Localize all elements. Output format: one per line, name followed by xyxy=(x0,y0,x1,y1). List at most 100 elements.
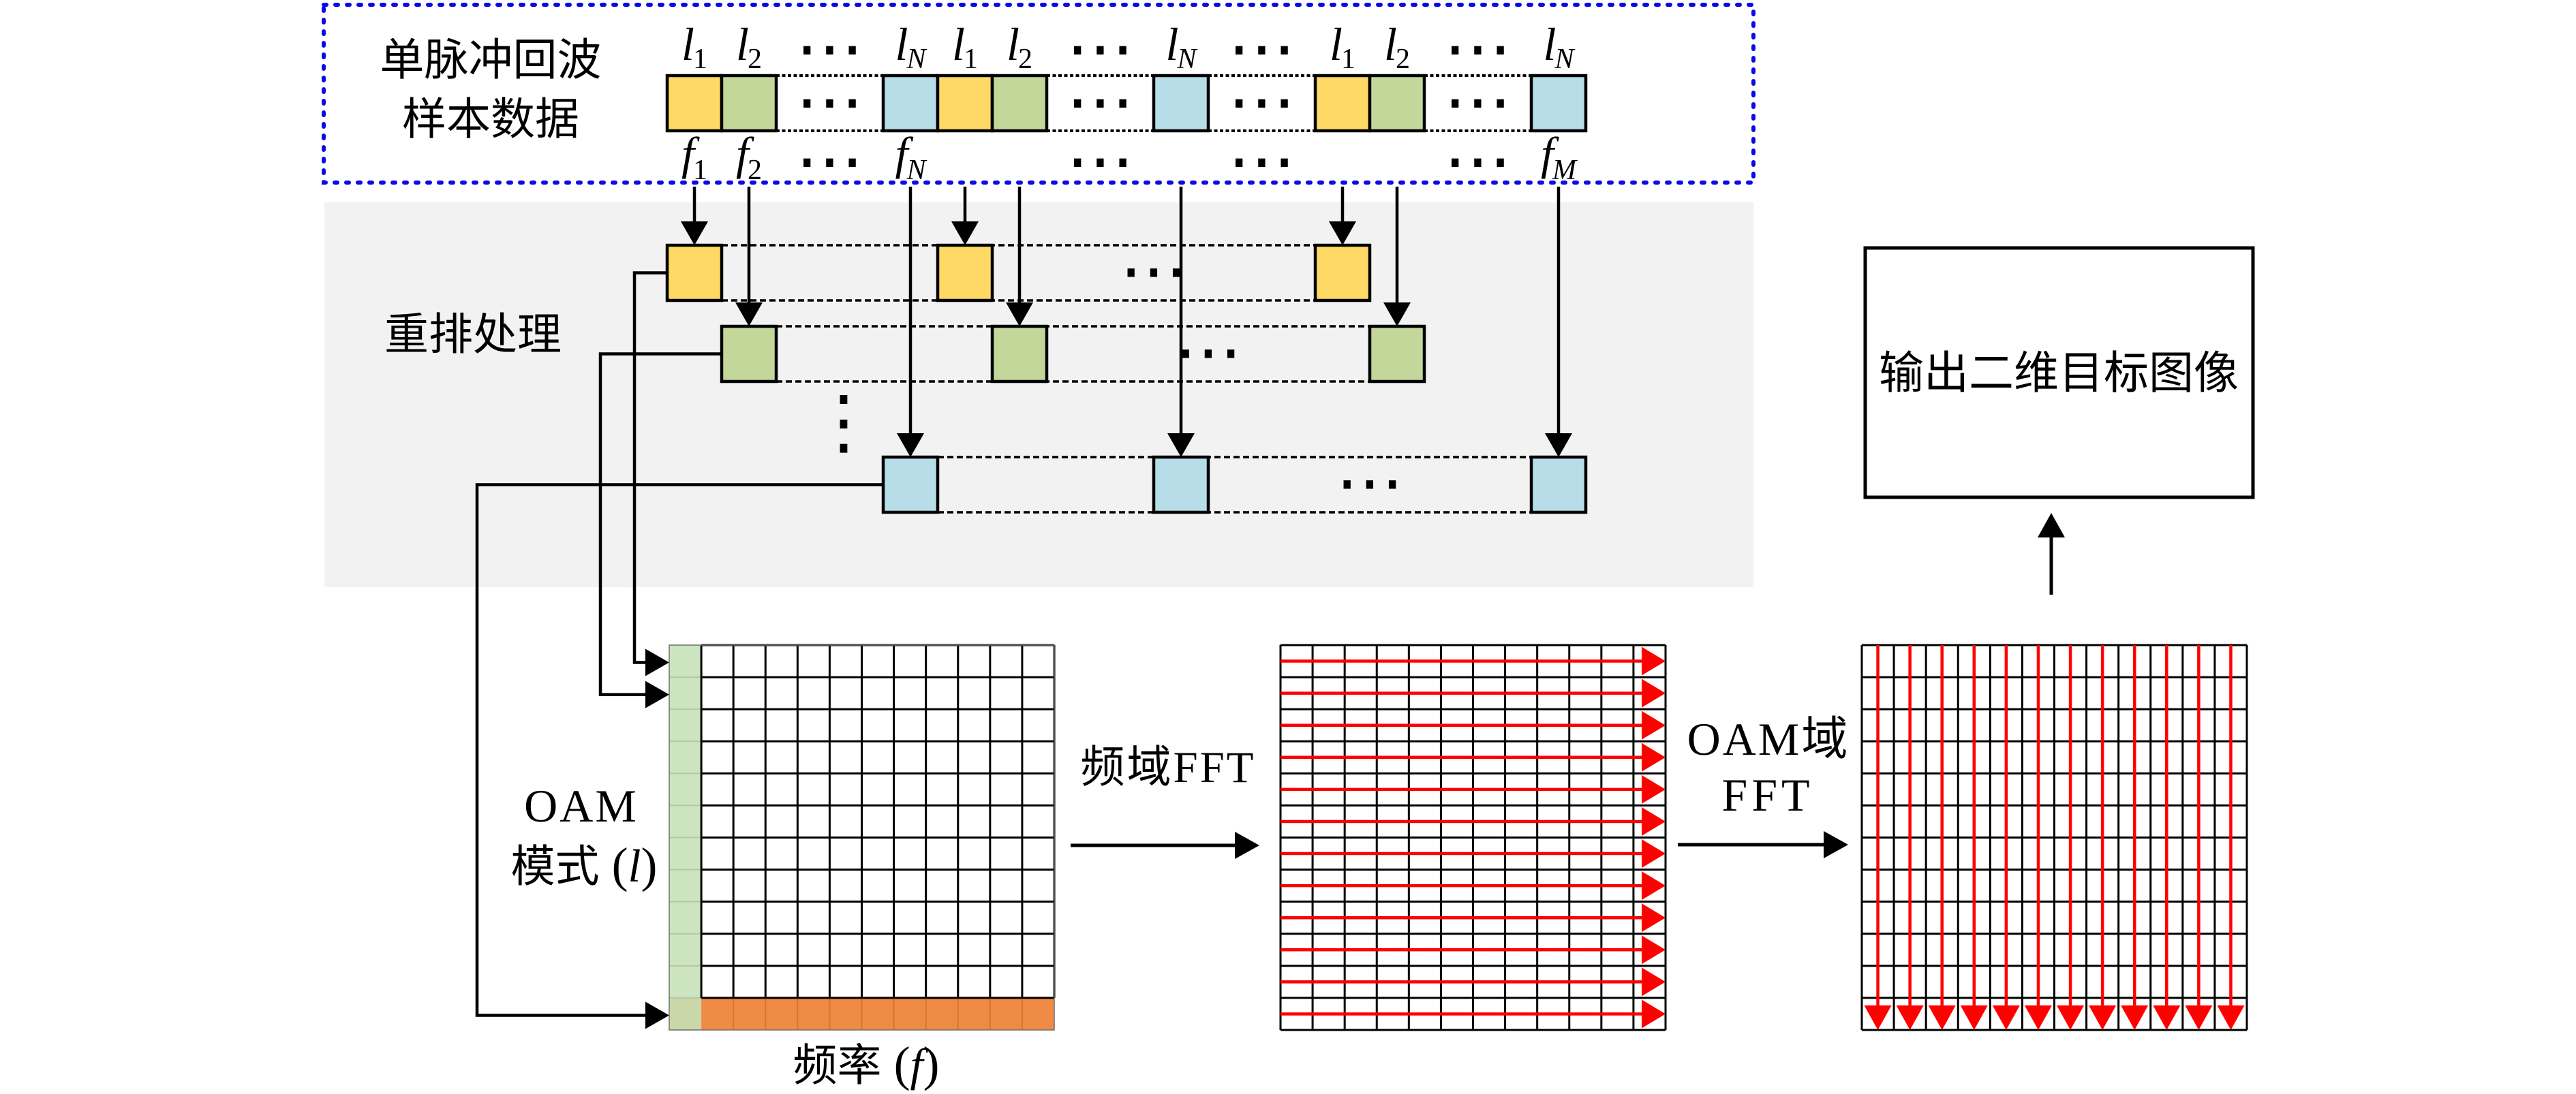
row-fft-arrow xyxy=(1281,967,1666,997)
arrowhead-icon xyxy=(1642,839,1666,869)
connector-line xyxy=(632,271,667,664)
arrowhead-icon xyxy=(1006,302,1033,326)
sample-cell-mode-n xyxy=(1529,74,1588,133)
column-fft-arrow xyxy=(1864,645,1892,1030)
row-fft-arrow xyxy=(1281,743,1666,772)
rearranged-row-mode-n: ⋯ xyxy=(881,187,1588,522)
x-axis-open-paren: ( xyxy=(894,1037,910,1091)
frequency-fft-matrix xyxy=(1279,644,1667,1031)
arrowhead-icon xyxy=(1642,646,1666,676)
ellipsis: ⋯ xyxy=(1120,231,1188,311)
sample-cell-mode-2 xyxy=(990,74,1049,133)
ellipsis: ⋯ xyxy=(1336,443,1404,522)
ellipsis: ⋯ xyxy=(1444,8,1512,88)
column-fft-arrow xyxy=(2057,645,2085,1030)
ellipsis: ⋯ xyxy=(1444,61,1512,141)
y-axis-close-paren: ) xyxy=(641,838,657,892)
ellipsis: ⋯ xyxy=(796,121,864,200)
label-symbol: l xyxy=(895,18,908,70)
column-fft-arrow xyxy=(1896,645,1924,1030)
rearranged-cell-mode-n xyxy=(881,455,940,514)
column-fft-arrow xyxy=(2024,645,2052,1030)
arrowhead-icon xyxy=(1642,871,1666,901)
sample-cell-mode-1 xyxy=(936,74,994,133)
ellipsis: ⋯ xyxy=(1174,312,1242,392)
arrowhead-icon xyxy=(1824,831,1848,858)
arrowhead-icon xyxy=(897,433,924,457)
ellipsis: ⋯ xyxy=(1067,121,1135,200)
arrowhead-icon xyxy=(1960,1005,1988,1030)
rearranged-row-mode-2: ⋯ xyxy=(720,187,1426,392)
rearranged-cell-mode-1 xyxy=(665,243,724,302)
ellipsis: ⋯ xyxy=(1228,8,1296,88)
row-fft-arrow xyxy=(1281,807,1666,836)
arrowhead-icon xyxy=(2185,1005,2213,1030)
arrowhead-icon xyxy=(1896,1005,1924,1030)
matrix-feed-connector xyxy=(632,271,669,676)
sample-move-arrow xyxy=(1329,187,1356,245)
row-fft-arrow xyxy=(1281,903,1666,933)
rearranged-cell-mode-2 xyxy=(1368,324,1426,384)
frequency-label: fN xyxy=(895,127,927,186)
input-data-frame xyxy=(322,3,1755,185)
arrowhead-icon xyxy=(2024,1005,2052,1030)
arrowhead-icon xyxy=(2153,1005,2181,1030)
row-fft-arrow xyxy=(1281,646,1666,676)
sample-cell-mode-1 xyxy=(665,74,724,133)
column-fft-arrow xyxy=(2217,645,2245,1030)
sample-move-arrow xyxy=(1006,187,1033,326)
oam-fft-label-line1: OAM域 xyxy=(1687,713,1850,765)
column-fft-arrow xyxy=(2185,645,2213,1030)
oam-mode-label: l1 xyxy=(1330,18,1355,75)
arrowhead-icon xyxy=(735,302,763,326)
connector-line xyxy=(598,352,722,696)
arrowhead-icon xyxy=(645,1001,669,1029)
sample-cell-mode-2 xyxy=(720,74,778,133)
arrowhead-icon xyxy=(681,221,708,245)
arrowhead-icon xyxy=(1642,775,1666,804)
oam-mode-label: lN xyxy=(1166,18,1198,75)
frequency-fft-arrow xyxy=(1071,832,1259,859)
label-subscript: N xyxy=(906,44,927,75)
arrowhead-icon xyxy=(1545,433,1572,457)
arrowhead-icon xyxy=(645,648,669,676)
oam-fft-label-line2: FFT xyxy=(1721,769,1813,821)
label-symbol: l xyxy=(1330,18,1343,70)
arrowhead-icon xyxy=(1928,1005,1956,1030)
label-subscript: 1 xyxy=(693,155,707,186)
oam-mode-label: l2 xyxy=(1007,18,1032,75)
ellipsis: ⋯ xyxy=(1444,121,1512,200)
arrowhead-icon xyxy=(2089,1005,2117,1030)
matrix-x-axis-label: 频率(f) xyxy=(793,1037,940,1091)
output-block: 输出二维目标图像 xyxy=(1863,246,2255,499)
row-fft-arrow xyxy=(1281,999,1666,1029)
matrix-outline xyxy=(669,644,1055,1031)
y-axis-name: 模式 xyxy=(511,841,600,892)
matrix-y-axis-line1: OAM xyxy=(524,780,639,832)
y-axis-variable: l xyxy=(628,840,641,892)
input-title-line1: 单脉冲回波 xyxy=(380,35,601,86)
label-subscript: 2 xyxy=(1396,44,1410,75)
sample-move-arrow xyxy=(681,187,708,245)
oam-mode-column xyxy=(669,645,702,998)
arrowhead-icon xyxy=(2217,1005,2245,1030)
label-subscript: N xyxy=(906,155,927,186)
frequency-label: f2 xyxy=(736,127,762,186)
ellipsis: ⋯ xyxy=(1067,61,1135,141)
arrowhead-icon xyxy=(951,221,979,245)
sample-cell-mode-1 xyxy=(1313,74,1372,133)
arrowhead-icon xyxy=(1642,903,1666,933)
oam-fft-arrow xyxy=(1678,831,1848,858)
ellipsis: ⋯ xyxy=(1067,8,1135,88)
input-title-line2: 样本数据 xyxy=(402,94,579,145)
sample-cell-mode-n xyxy=(1152,74,1210,133)
arrowhead-icon xyxy=(1992,1005,2020,1030)
oam-fft-matrix xyxy=(1860,644,2248,1031)
arrowhead-icon xyxy=(1642,935,1666,965)
row-fft-arrow xyxy=(1281,710,1666,740)
x-axis-name: 频率 xyxy=(793,1040,882,1091)
output-image-box xyxy=(1863,246,2255,499)
